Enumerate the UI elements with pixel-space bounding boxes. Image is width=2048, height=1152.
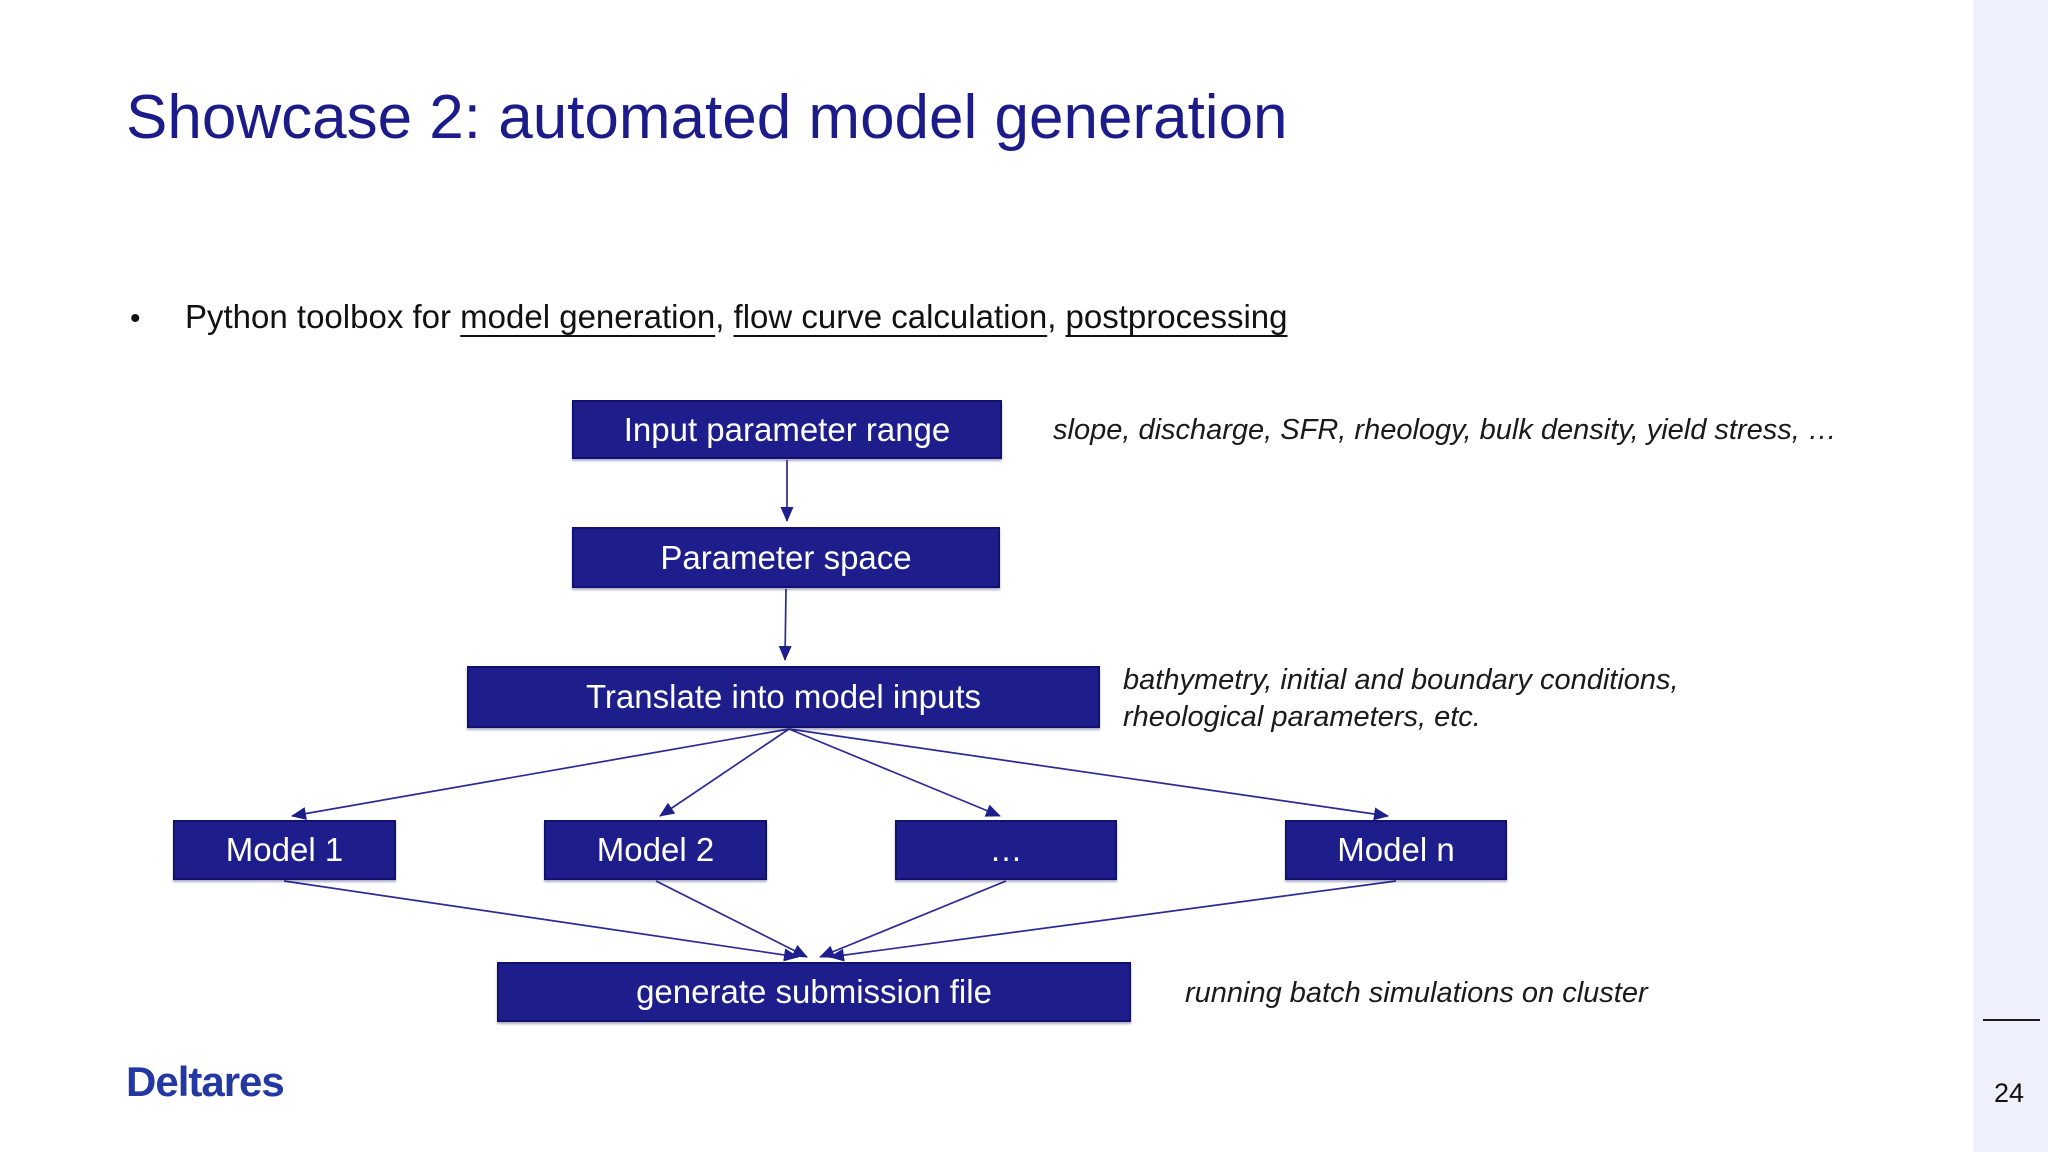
node-model-ellipsis: …	[895, 820, 1117, 880]
connector-model1-to-generate	[283, 880, 799, 962]
node-generate-submission-file: generate submission file	[497, 962, 1131, 1022]
node-parameter-space: Parameter space	[572, 527, 1000, 588]
node-label: Translate into model inputs	[586, 678, 981, 715]
bullet-text-prefix: Python toolbox for	[185, 298, 461, 335]
connector-space-to-translate	[778, 588, 792, 661]
connector-model2-to-generate	[655, 880, 808, 958]
connector-translate-to-model2	[659, 728, 790, 817]
annotation-submission: running batch simulations on cluster	[1185, 977, 1648, 1009]
node-label: Input parameter range	[623, 410, 951, 448]
bullet-marker: •	[130, 302, 141, 335]
node-model-n: Model n	[1285, 820, 1507, 880]
bullet-link-flow-curve-calculation: flow curve calculation	[733, 298, 1048, 335]
node-model-2: Model 2	[544, 820, 767, 880]
bullet-link-model-generation: model generation	[460, 298, 716, 335]
node-label: Model n	[1337, 831, 1455, 868]
node-label: Parameter space	[660, 538, 912, 576]
node-label: generate submission file	[636, 973, 992, 1010]
page-number-divider	[1983, 1019, 2040, 1021]
annotation-input-parameters: slope, discharge, SFR, rheology, bulk de…	[1053, 414, 1837, 446]
bullet-link-postprocessing: postprocessing	[1065, 298, 1288, 335]
connector-translate-to-ellipsis	[788, 728, 1001, 817]
bullet-separator-1: ,	[715, 298, 734, 335]
slide-edge-strip	[1973, 0, 2048, 1152]
annotation-model-inputs: bathymetry, initial and boundary conditi…	[1123, 662, 1679, 736]
connector-modeln-to-generate	[829, 880, 1397, 962]
connector-ellipsis-to-generate	[819, 880, 1007, 958]
node-label: Model 1	[225, 831, 344, 868]
bullet-item: • Python toolbox for model generation, fl…	[130, 298, 1288, 336]
page-title: Showcase 2: automated model generation	[126, 83, 1288, 152]
node-label: Model 2	[596, 831, 715, 868]
annotation-model-inputs-line1: bathymetry, initial and boundary conditi…	[1123, 664, 1679, 696]
node-label: …	[989, 831, 1023, 868]
annotation-model-inputs-line2: rheological parameters, etc.	[1123, 701, 1481, 733]
node-input-parameter-range: Input parameter range	[572, 400, 1002, 459]
connector-translate-to-model1	[291, 728, 790, 820]
node-translate-into-model-inputs: Translate into model inputs	[467, 666, 1100, 728]
node-model-1: Model 1	[173, 820, 396, 880]
bullet-separator-2: ,	[1047, 298, 1066, 335]
page-number: 24	[1994, 1078, 2025, 1108]
deltares-logo: Deltares	[126, 1058, 285, 1105]
connector-translate-to-modeln	[788, 728, 1389, 821]
